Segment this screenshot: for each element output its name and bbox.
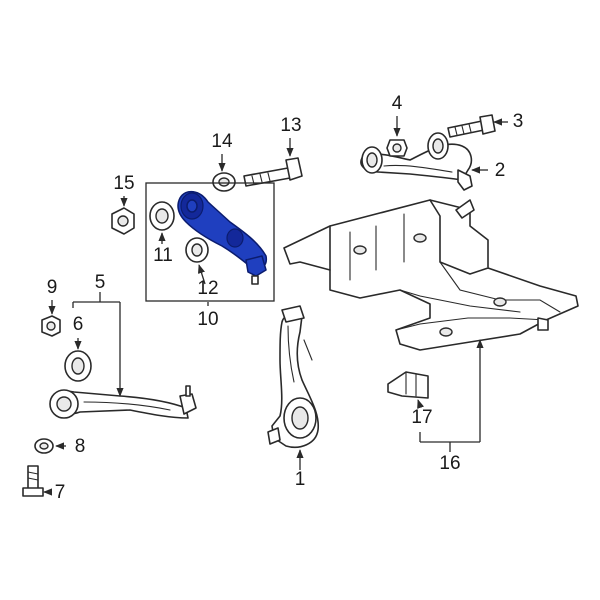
- lower-arm-bushing[interactable]: [64, 350, 92, 382]
- lower-control-arm[interactable]: [49, 385, 197, 419]
- callout-2: 2: [495, 160, 506, 181]
- callout-8: 8: [75, 436, 86, 457]
- callout-9: 9: [47, 277, 58, 298]
- subframe[interactable]: [283, 199, 579, 351]
- lower-arm-washer-small[interactable]: [34, 438, 54, 454]
- control-arm-bushing-rear[interactable]: [185, 237, 209, 263]
- callout-12: 12: [197, 278, 218, 299]
- callout-1: 1: [295, 469, 306, 490]
- control-arm-bushing-front[interactable]: [149, 201, 175, 231]
- highlighted-control-arm[interactable]: [177, 190, 268, 285]
- callout-16: 16: [439, 453, 460, 474]
- callout-14: 14: [211, 131, 233, 152]
- lower-arm-bolt[interactable]: [243, 157, 303, 187]
- leader-lines: [43, 116, 508, 496]
- subframe-bracket[interactable]: [387, 371, 429, 399]
- callout-15: 15: [113, 173, 134, 194]
- callout-3: 3: [513, 111, 524, 132]
- callout-7: 7: [55, 482, 66, 503]
- callout-6: 6: [73, 314, 84, 335]
- lower-arm-bolt-vertical[interactable]: [22, 465, 44, 497]
- lower-arm-nut[interactable]: [111, 207, 135, 235]
- callout-5: 5: [95, 272, 106, 293]
- lower-arm-small-nut[interactable]: [41, 315, 61, 337]
- upper-arm-bolt[interactable]: [447, 114, 496, 138]
- callout-4: 4: [392, 93, 403, 114]
- callout-labels: 1 2 3 4 5 6 7 8 9 10 11 12 13 14 15 16 1…: [47, 93, 524, 503]
- control-arm-group-box: [145, 182, 275, 302]
- upper-control-arm[interactable]: [360, 132, 473, 191]
- callout-17: 17: [411, 407, 432, 428]
- lower-arm-washer[interactable]: [212, 172, 236, 192]
- callout-10: 10: [197, 309, 218, 330]
- callout-13: 13: [280, 115, 301, 136]
- callout-11: 11: [153, 245, 173, 266]
- steering-knuckle[interactable]: [267, 305, 320, 448]
- upper-arm-nut[interactable]: [386, 139, 408, 157]
